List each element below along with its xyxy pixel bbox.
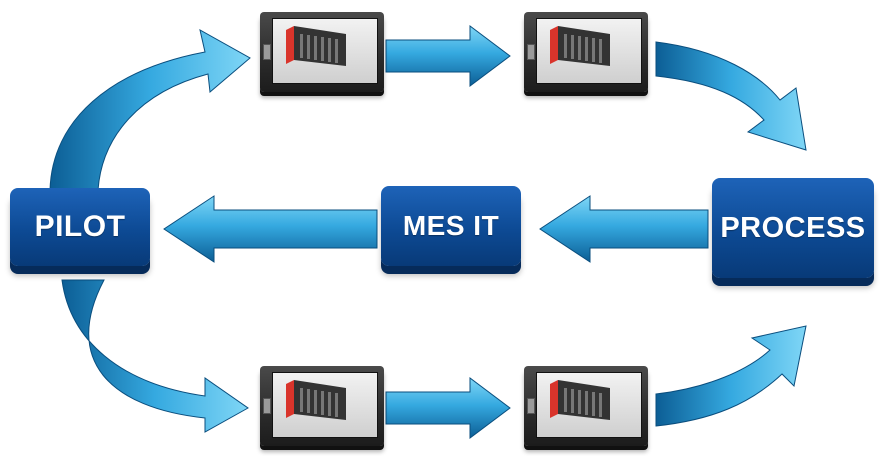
arrow-pilot-to-top-panel <box>49 29 251 191</box>
plc-panel-bottom-1 <box>260 366 384 446</box>
arrow-mes-to-pilot <box>163 195 378 263</box>
plc-panel-top-1 <box>260 12 384 92</box>
plc-panel-top-2 <box>524 12 648 92</box>
arrow-bottom-panel-to-process <box>655 325 807 427</box>
node-mes-it: MES IT <box>381 186 521 266</box>
plc-rack-icon <box>550 380 610 420</box>
arrow-process-to-mes <box>539 195 709 263</box>
arrow-top-panel-to-process <box>655 41 807 151</box>
plc-panel-bottom-2 <box>524 366 648 446</box>
arrow-top-panel-1-to-2 <box>385 25 511 87</box>
node-process-label: PROCESS <box>720 211 866 244</box>
plc-rack-icon <box>286 380 346 420</box>
panel-side-port <box>527 398 535 414</box>
arrow-pilot-to-bottom-panel <box>61 279 249 433</box>
plc-rack-icon <box>550 26 610 66</box>
panel-side-port <box>263 44 271 60</box>
plc-rack-icon <box>286 26 346 66</box>
node-pilot: PILOT <box>10 188 150 266</box>
node-process: PROCESS <box>712 178 874 278</box>
node-mes-it-label: MES IT <box>402 210 500 241</box>
node-pilot-label: PILOT <box>34 210 126 243</box>
arrow-bottom-panel-1-to-2 <box>385 377 511 439</box>
panel-side-port <box>527 44 535 60</box>
panel-side-port <box>263 398 271 414</box>
